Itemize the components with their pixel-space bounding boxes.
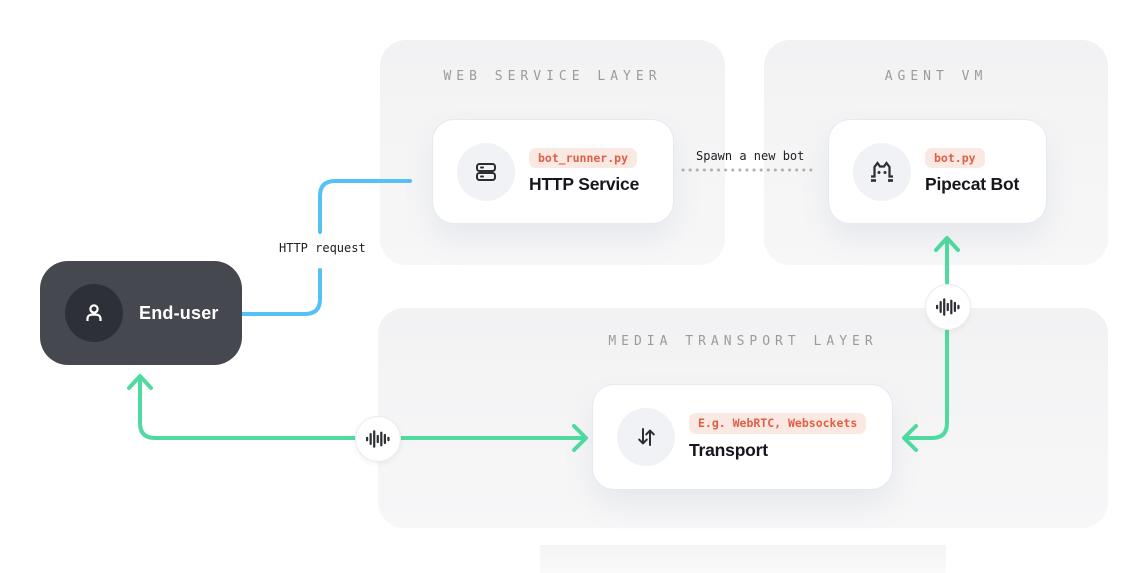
http-service-icon-circle [457,142,515,201]
partial-panel-edge [540,545,946,573]
audio-waveform-icon [366,430,390,448]
transport-icon-circle [617,408,675,466]
end-user-icon-circle [65,284,123,342]
audio-waveform-icon [936,298,960,316]
server-icon [476,162,496,181]
pipecat-bot-icon-circle [853,142,911,201]
up-down-arrows-icon [638,428,655,446]
spawn-bot-label: Spawn a new bot [696,149,805,163]
panel-title-media-transport-layer: MEDIA TRANSPORT LAYER [608,334,878,349]
media-line-transport-bot [902,236,960,452]
panel-title-agent-vm: AGENT VM [884,69,988,84]
transport-title: Transport [689,439,768,460]
transport-node: E.g. WebRTC, Websockets Transport [592,384,893,490]
arrow-right-into-transport [572,424,588,452]
pipecat-bot-node: bot.py Pipecat Bot [828,119,1047,224]
audio-marker-right [925,284,971,330]
http-service-node: bot_runner.py HTTP Service [432,119,674,224]
panel-title-web-service-layer: WEB SERVICE LAYER [443,69,662,84]
http-request-line [240,179,412,316]
http-service-title: HTTP Service [529,174,640,195]
panel-media-transport-layer: MEDIA TRANSPORT LAYER [378,308,1108,528]
pipecat-bot-title: Pipecat Bot [925,174,1020,195]
media-line-user-transport [127,374,588,452]
transport-badge: E.g. WebRTC, Websockets [689,413,867,434]
http-service-badge: bot_runner.py [529,147,638,169]
arrow-up-into-end-user [127,374,153,390]
arrow-left-into-transport [902,424,918,452]
end-user-node: End-user [40,261,242,365]
end-user-title: End-user [139,302,219,323]
arrow-up-into-pipecat-bot [934,236,960,252]
pipecat-bot-badge: bot.py [925,147,985,169]
http-request-label: HTTP request [279,241,366,255]
audio-marker-left [355,416,401,462]
person-icon [86,304,102,321]
pipecat-cat-icon [871,160,893,182]
